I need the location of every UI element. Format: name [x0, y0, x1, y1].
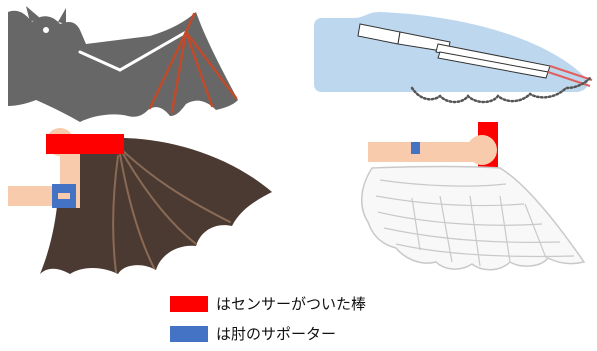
bird-wing-device-illustration	[362, 122, 584, 270]
bat-silhouette-illustration	[8, 6, 238, 122]
bat-eye	[43, 27, 49, 33]
legend-label-sensor-rod: はセンサーがついた棒	[216, 297, 366, 312]
bird-wing-skeleton-illustration	[314, 12, 592, 102]
legend-swatch-red	[170, 296, 208, 312]
legend-item-elbow-supporter: は肘のサポーター	[170, 323, 336, 345]
legend-swatch-blue	[170, 326, 208, 342]
sensor-rod	[46, 134, 124, 154]
elbow-supporter	[411, 142, 420, 154]
bird-wing-shoulder-joint	[467, 135, 497, 165]
bat-body-silhouette	[8, 11, 238, 122]
elbow-supporter-gap	[58, 193, 70, 199]
legend-item-sensor-rod: はセンサーがついた棒	[170, 293, 366, 315]
legend-label-elbow-supporter: は肘のサポーター	[216, 327, 336, 342]
bat-ear-right	[58, 8, 66, 24]
bat-wing-device-illustration	[8, 128, 272, 274]
bird-wing-forearm	[368, 142, 482, 162]
